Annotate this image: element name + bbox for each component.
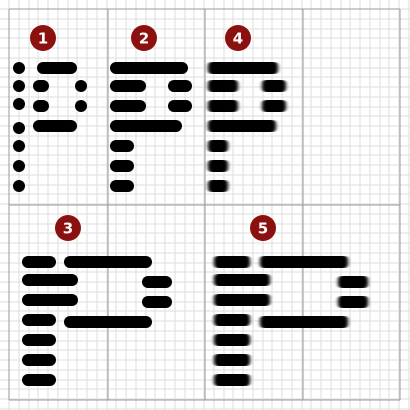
panel-2-badge: 2 xyxy=(131,25,157,51)
badge-circle xyxy=(131,25,157,51)
panel-1-glyph xyxy=(13,62,87,192)
panel-1-badge: 1 xyxy=(30,25,56,51)
badge-circle xyxy=(225,25,251,51)
badge-number: 5 xyxy=(258,220,268,238)
panel-5-badge: 5 xyxy=(250,215,276,241)
grid-major-lines xyxy=(8,8,401,401)
badge-number: 4 xyxy=(233,30,243,48)
badge-number: 3 xyxy=(63,220,73,238)
panel-4-glyph xyxy=(208,62,286,192)
panel-3-glyph xyxy=(22,256,172,386)
badge-number: 1 xyxy=(38,30,48,48)
badge-circle xyxy=(250,215,276,241)
badge-circle xyxy=(30,25,56,51)
panel-5: 5 xyxy=(214,215,368,386)
badge-number: 2 xyxy=(139,30,149,48)
panel-5-glyph xyxy=(214,256,368,386)
panel-3-badge: 3 xyxy=(55,215,81,241)
panel-1: 1 xyxy=(13,25,87,192)
panel-4-badge: 4 xyxy=(225,25,251,51)
panel-3: 3 xyxy=(22,215,172,386)
panel-2: 2 xyxy=(110,25,192,192)
panel-4: 4 xyxy=(208,25,286,192)
panel-2-glyph xyxy=(110,62,192,192)
badge-circle xyxy=(55,215,81,241)
